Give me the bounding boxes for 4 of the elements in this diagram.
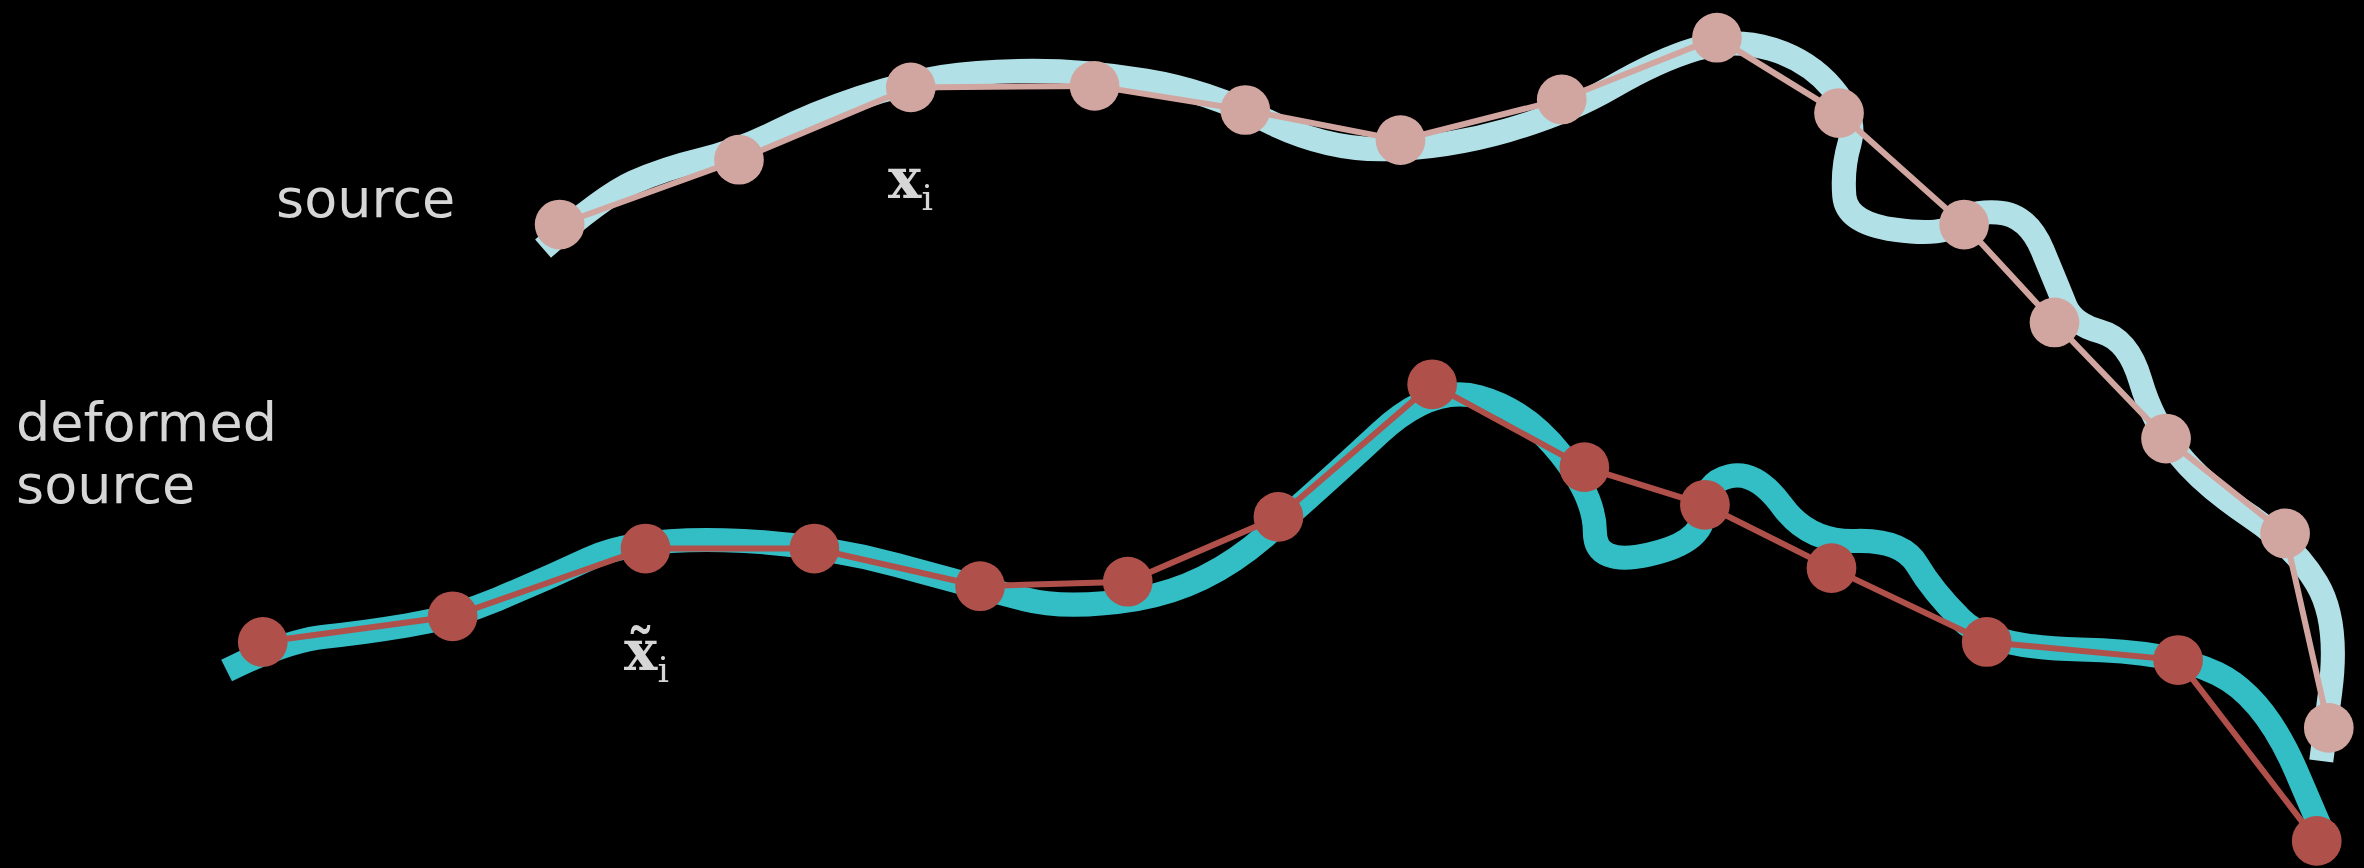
math-label: x$_{i}$ (888, 146, 933, 219)
math-label: x̃$_{i}$ (624, 618, 669, 691)
text-label: source (276, 168, 456, 231)
text-label: deformed source (16, 392, 278, 517)
